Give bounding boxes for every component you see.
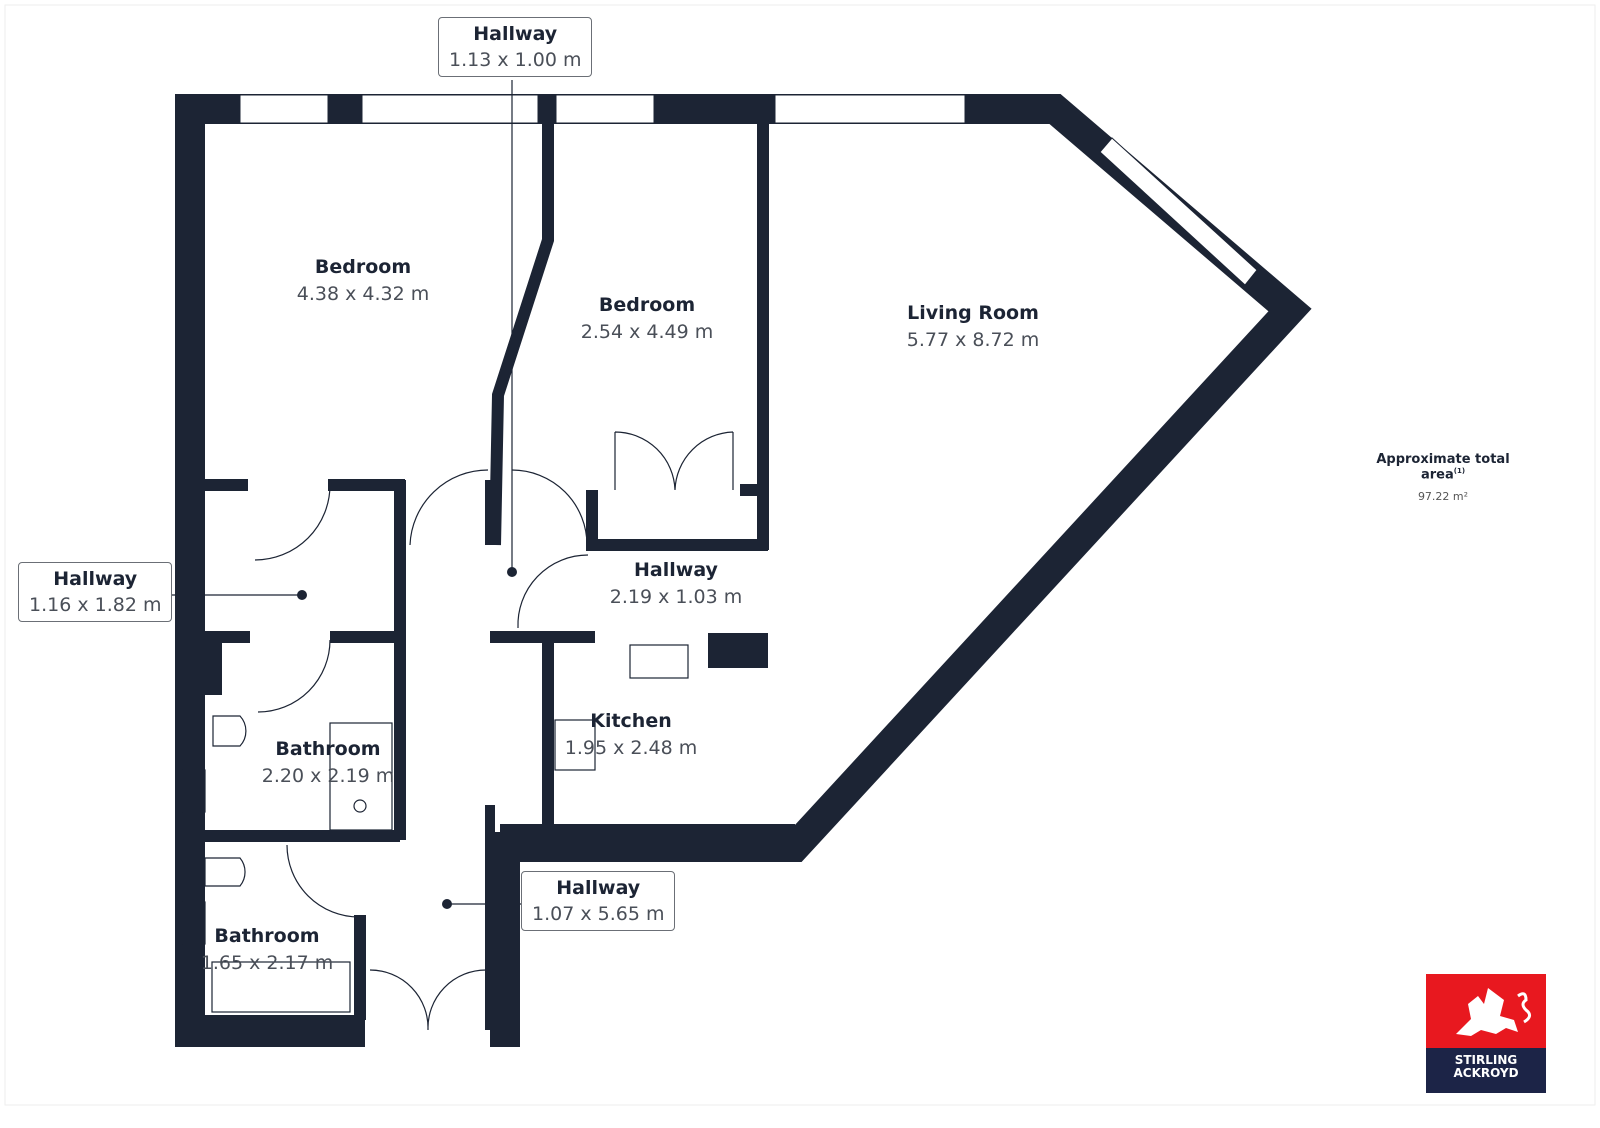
area-footnote: (1) bbox=[1453, 467, 1466, 475]
room-dims: 4.38 x 4.32 m bbox=[296, 283, 430, 305]
callout-hallway-bottom: Hallway 1.07 x 5.65 m bbox=[521, 871, 676, 931]
room-name: Hallway bbox=[473, 23, 558, 45]
callout-hallway-left: Hallway 1.16 x 1.82 m bbox=[18, 562, 173, 622]
wall-left-hall bbox=[205, 479, 406, 840]
room-name: Hallway bbox=[556, 877, 641, 899]
room-name: Hallway bbox=[53, 568, 138, 590]
logo-line-1: STIRLING bbox=[1454, 1053, 1518, 1067]
room-bedroom-1: Bedroom 4.38 x 4.32 m bbox=[297, 254, 429, 308]
room-name: Living Room bbox=[907, 302, 1039, 324]
wall-closet bbox=[586, 484, 768, 551]
room-bathroom-1: Bathroom 2.20 x 2.19 m bbox=[262, 736, 394, 790]
room-dims: 2.54 x 4.49 m bbox=[580, 321, 714, 343]
callout-dots bbox=[297, 567, 517, 909]
room-bathroom-2: Bathroom 1.65 x 2.17 m bbox=[201, 923, 333, 977]
room-name: Hallway bbox=[634, 559, 718, 581]
room-name: Bedroom bbox=[314, 256, 412, 278]
room-name: Bathroom bbox=[275, 738, 381, 760]
pillar bbox=[175, 640, 222, 695]
room-name: Bedroom bbox=[598, 294, 696, 316]
outer-wall bbox=[175, 94, 1312, 1047]
wall-kitchen bbox=[490, 631, 795, 836]
wall-bedrooms bbox=[489, 124, 554, 546]
room-dims: 1.13 x 1.00 m bbox=[449, 49, 582, 71]
room-kitchen: Kitchen 1.95 x 2.48 m bbox=[565, 708, 697, 762]
griffin-icon bbox=[1426, 974, 1546, 1048]
logo-line-2: ACKROYD bbox=[1453, 1066, 1519, 1080]
room-name: Bathroom bbox=[214, 925, 320, 947]
total-area: Approximate total area(1) 97.22 m² bbox=[1358, 452, 1528, 503]
room-dims: 5.77 x 8.72 m bbox=[906, 329, 1040, 351]
room-hallway-center: Hallway 2.19 x 1.03 m bbox=[610, 557, 742, 611]
room-living: Living Room 5.77 x 8.72 m bbox=[907, 300, 1039, 354]
room-dims: 1.95 x 2.48 m bbox=[564, 737, 698, 759]
windows bbox=[239, 94, 1258, 286]
room-bedroom-2: Bedroom 2.54 x 4.49 m bbox=[581, 292, 713, 346]
area-value: 97.22 m² bbox=[1417, 490, 1469, 504]
room-name: Kitchen bbox=[590, 710, 672, 732]
area-label: Approximate total area bbox=[1376, 452, 1510, 483]
kitchen-unit bbox=[708, 633, 768, 668]
walls bbox=[175, 94, 1312, 1047]
doors bbox=[165, 80, 734, 1031]
room-dims: 1.16 x 1.82 m bbox=[29, 594, 162, 616]
callout-hallway-top: Hallway 1.13 x 1.00 m bbox=[438, 17, 593, 77]
room-dims: 1.65 x 2.17 m bbox=[200, 952, 334, 974]
room-dims: 2.20 x 2.19 m bbox=[261, 765, 395, 787]
border bbox=[4, 4, 1596, 1106]
room-dims: 2.19 x 1.03 m bbox=[609, 586, 743, 608]
room-dims: 1.07 x 5.65 m bbox=[532, 903, 665, 925]
